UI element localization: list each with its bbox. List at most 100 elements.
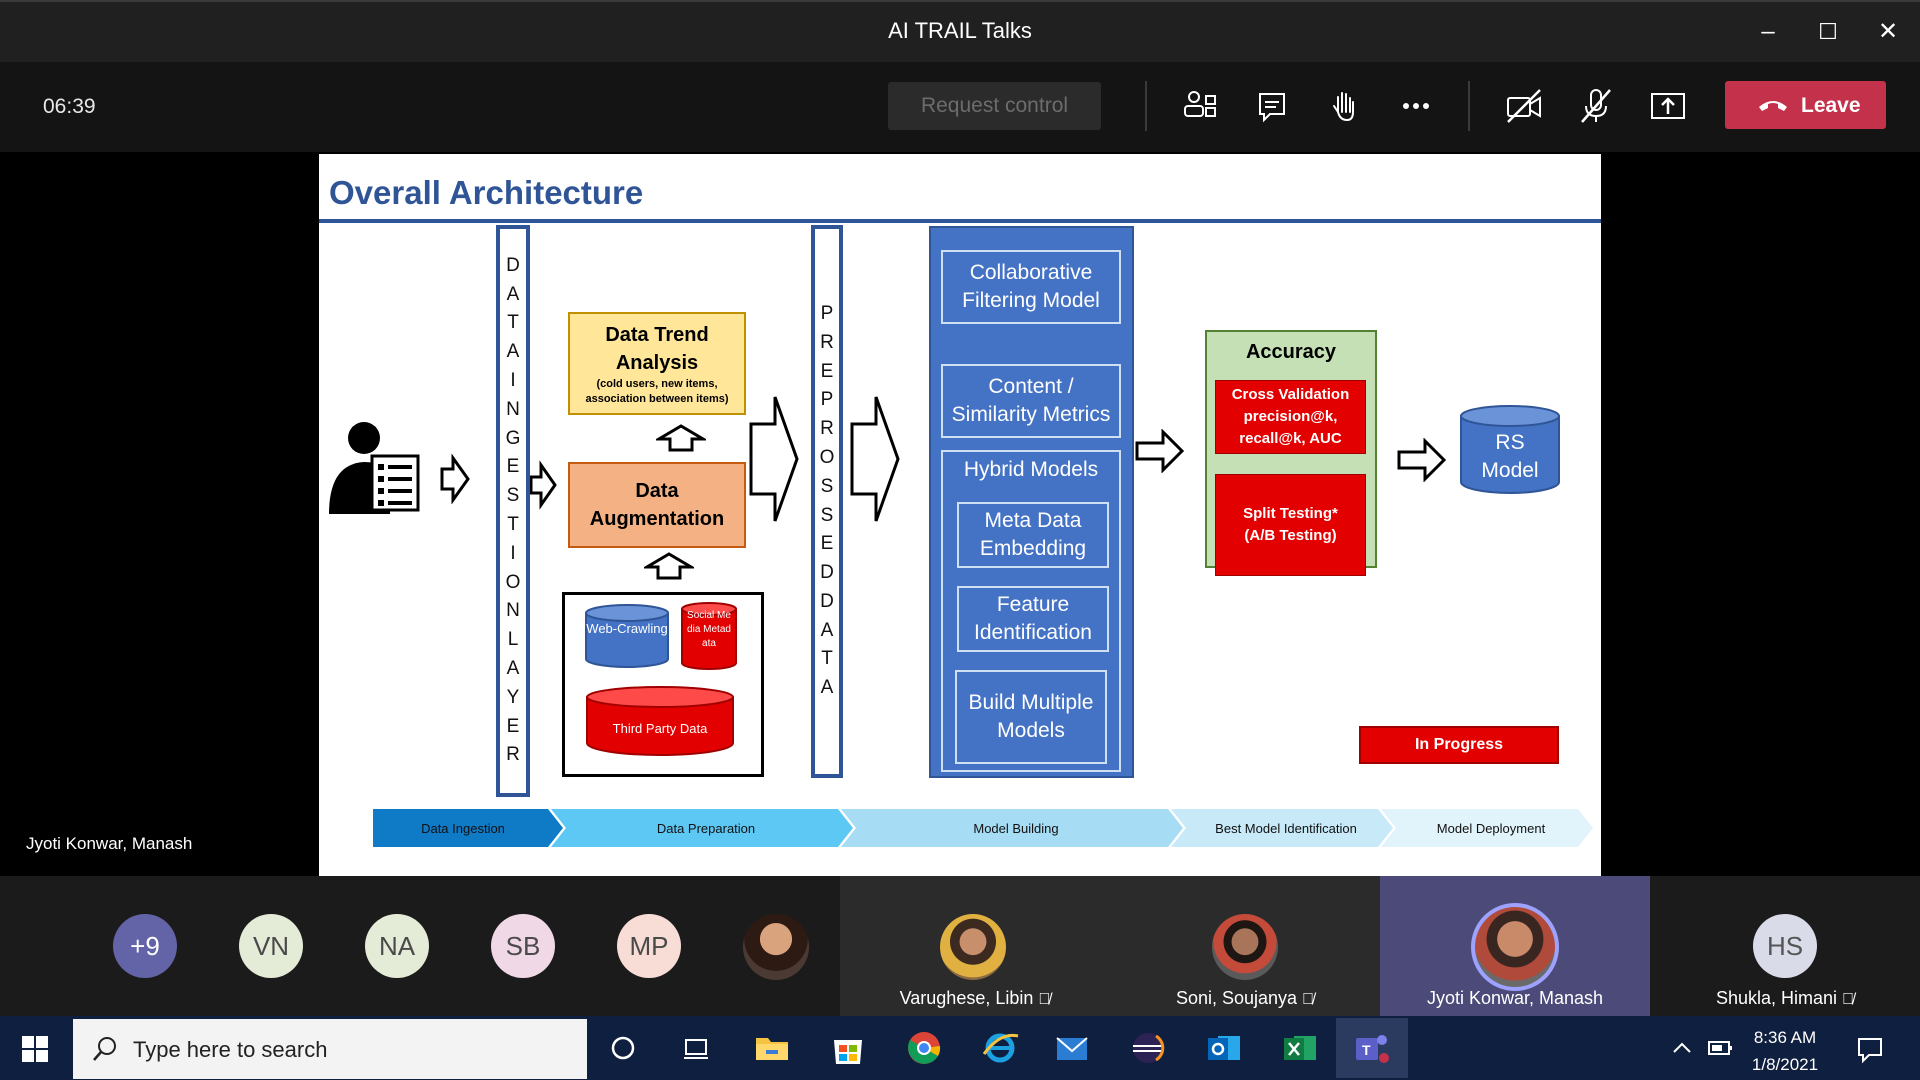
mic-off-icon[interactable] (1572, 82, 1620, 130)
slide-title: Overall Architecture (329, 174, 644, 211)
arrow-right-icon (1135, 429, 1185, 473)
chevron-up-icon[interactable] (1670, 1038, 1694, 1058)
pipeline-step-data-preparation: Data Preparation (656, 821, 756, 836)
eclipse-icon[interactable] (1128, 1028, 1168, 1068)
participant-avatar[interactable]: MP (617, 914, 681, 978)
data-augmentation-label: Data Augmentation (589, 480, 725, 530)
minimize-button[interactable]: – (1761, 18, 1775, 45)
clock-date: 1/8/2021 (1751, 1055, 1819, 1074)
pipeline-step-model-building: Model Building (973, 821, 1059, 836)
participant-avatar[interactable]: VN (239, 914, 303, 978)
search-icon (93, 1037, 116, 1061)
data-trend-analysis-box: Data Trend Analysis (cold users, new ite… (568, 312, 746, 415)
third-party-cylinder (586, 686, 734, 756)
chat-icon[interactable] (1248, 82, 1296, 130)
participant-photo (940, 914, 1006, 980)
participant-tile-active-speaker[interactable]: Jyoti Konwar, Manash (1380, 876, 1650, 1016)
windows-taskbar: Type here to search T 8:36 AM 1/8/2021 (0, 1016, 1920, 1080)
participant-name: Soni, Soujanya 🎙̸ (1175, 988, 1315, 1008)
maximize-button[interactable]: ☐ (1818, 19, 1838, 44)
arrow-right-icon (850, 396, 900, 522)
more-icon[interactable] (1392, 82, 1440, 130)
participant-tile[interactable]: Soni, Soujanya 🎙̸ (1110, 876, 1380, 1016)
taskbar-clock[interactable]: 8:36 AM 1/8/2021 (1740, 1024, 1830, 1078)
participant-name: Jyoti Konwar, Manash (1426, 988, 1604, 1008)
toolbar-divider (1468, 81, 1470, 131)
accuracy-title: Accuracy (1245, 341, 1337, 363)
battery-icon[interactable] (1705, 1036, 1733, 1060)
close-button[interactable]: ✕ (1877, 18, 1899, 45)
window-title: AI TRAIL Talks (888, 18, 1032, 43)
chrome-icon[interactable] (904, 1028, 944, 1068)
overflow-participants-button[interactable]: +9 (113, 914, 177, 978)
file-explorer-icon[interactable] (752, 1028, 792, 1068)
request-control-button[interactable]: Request control (888, 82, 1101, 130)
svg-text:T: T (1362, 1042, 1371, 1058)
social-media-cylinder (681, 602, 737, 670)
rs-model-label: RS Model (1481, 431, 1539, 482)
meeting-timer: 06:39 (43, 95, 96, 118)
mail-icon[interactable] (1052, 1028, 1092, 1068)
leave-label: Leave (1801, 94, 1861, 117)
arrow-right-icon (749, 396, 799, 522)
internet-explorer-icon[interactable] (980, 1028, 1020, 1068)
phone-hangup-icon (1759, 101, 1787, 111)
people-icon[interactable] (1176, 82, 1224, 130)
arrow-right-icon (529, 460, 557, 510)
share-icon[interactable] (1644, 82, 1692, 130)
hybrid-models-label: Hybrid Models (963, 458, 1099, 481)
social-media-label: Social Media Metadata (687, 610, 731, 649)
clock-time: 8:36 AM (1753, 1028, 1817, 1047)
data-trend-subtitle: (cold users, new items, association betw… (585, 377, 729, 405)
excel-icon[interactable] (1280, 1028, 1320, 1068)
participant-avatar[interactable]: SB (491, 914, 555, 978)
participant-name: Varughese, Libin 🎙̸ (899, 988, 1051, 1008)
task-view-icon[interactable] (676, 1028, 716, 1068)
participant-photo[interactable] (743, 914, 809, 980)
raise-hand-icon[interactable] (1320, 82, 1368, 130)
mic-off-icon: 🎙̸ (1038, 991, 1051, 1008)
rs-model-cylinder (1460, 405, 1560, 494)
mic-off-icon: 🎙̸ (1302, 991, 1315, 1008)
participant-avatar: HS (1753, 914, 1817, 978)
arrow-up-icon (656, 424, 706, 452)
data-trend-title: Data Trend Analysis (605, 323, 709, 374)
build-multiple-models-box: Build Multiple Models (955, 670, 1107, 764)
model-building-panel: Collaborative Filtering Model Content / … (929, 226, 1134, 778)
pipeline-step-deployment: Model Deployment (1436, 821, 1546, 836)
taskbar-search-box[interactable]: Type here to search (73, 1019, 587, 1079)
participant-name: Shukla, Himani 🎙̸ (1715, 988, 1855, 1008)
participant-photo (1471, 903, 1559, 991)
store-icon[interactable] (828, 1028, 868, 1068)
participant-photo (1212, 914, 1278, 980)
collaborative-filtering-box: Collaborative Filtering Model (941, 250, 1121, 324)
in-progress-badge: In Progress (1359, 726, 1559, 764)
participants-row: +9 VN NA SB MP Varughese, Libin 🎙̸ Soni,… (0, 876, 1920, 1016)
participant-avatar[interactable]: NA (365, 914, 429, 978)
leave-button[interactable]: Leave (1725, 81, 1886, 129)
third-party-label: Third Party Data (612, 721, 708, 736)
teams-taskbar-active[interactable]: T (1336, 1018, 1408, 1078)
mic-off-icon: 🎙̸ (1842, 991, 1855, 1008)
participant-tile[interactable]: HS Shukla, Himani 🎙̸ (1650, 876, 1920, 1016)
web-crawling-cylinder (585, 604, 669, 668)
toolbar-divider (1145, 81, 1147, 131)
hybrid-models-group: Hybrid Models Meta Data Embedding Featur… (941, 450, 1121, 772)
notifications-icon[interactable] (1855, 1034, 1885, 1064)
split-testing-box: Split Testing* (A/B Testing) (1215, 474, 1366, 576)
pipeline-step-data-ingestion: Data Ingestion (421, 821, 505, 836)
outlook-icon[interactable] (1204, 1028, 1244, 1068)
camera-off-icon[interactable] (1500, 82, 1548, 130)
participant-tile[interactable]: Varughese, Libin 🎙̸ (840, 876, 1110, 1016)
cross-validation-box: Cross Validation precision@k, recall@k, … (1215, 380, 1366, 454)
data-augmentation-box: Data Augmentation (568, 462, 746, 548)
data-sources-container: Web-Crawling Social Media Metadata Third… (562, 592, 764, 777)
cortana-icon[interactable] (603, 1028, 643, 1068)
meeting-toolbar: 06:39 Request control Leave (0, 62, 1920, 152)
windows-start-icon[interactable] (22, 1036, 48, 1062)
arrow-right-icon (1397, 438, 1447, 482)
